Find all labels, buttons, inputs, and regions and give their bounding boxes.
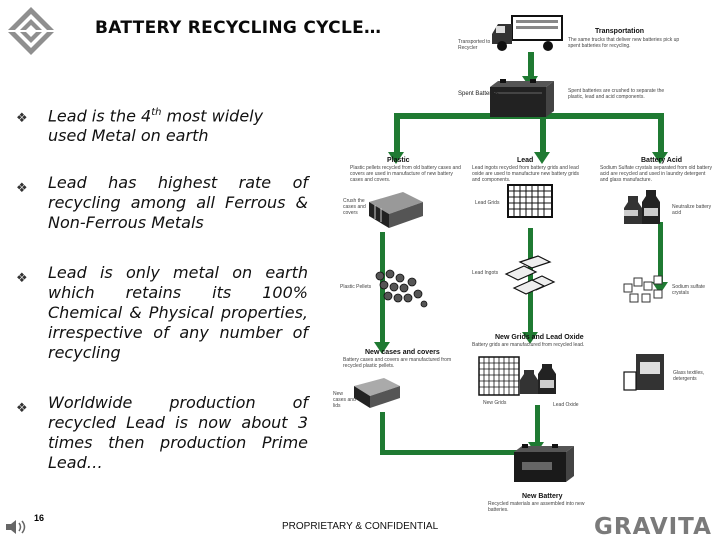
plastic-title: Plastic [387, 157, 410, 164]
arrow-bottom-left [380, 412, 385, 452]
lead-ingots-label: Lead Ingots [472, 270, 499, 276]
new-grids-icon [478, 356, 528, 403]
new-grids-title: New Grids and Lead Oxide [495, 334, 584, 341]
bullet-icon: ❖ [16, 401, 28, 416]
speaker-icon[interactable] [4, 518, 26, 541]
crush-label: Crush the cases and covers [343, 198, 366, 216]
brand-logo: GRAVITA [594, 514, 712, 540]
detergent-icon [622, 350, 668, 399]
new-cases-desc: Battery cases and covers are manufacture… [343, 357, 452, 369]
arrow-left-down [394, 113, 400, 153]
transported-to-recycler: Transported to Recycler [458, 39, 491, 51]
spent-battery-icon [486, 79, 556, 124]
arrow-right-col [658, 222, 663, 282]
new-cases-label: New cases and lids [333, 391, 356, 409]
new-case-icon [348, 374, 404, 415]
bullet-icon: ❖ [16, 111, 28, 126]
sulfate-crystals-icon [620, 270, 670, 311]
new-grids-label: New Grids [483, 400, 507, 406]
transportation-title: Transportation [595, 28, 645, 35]
lead-ingots-icon [500, 254, 560, 305]
arrow-truck-down [528, 52, 534, 76]
lead-grid-icon [507, 184, 553, 223]
arrow-bottom-join [380, 450, 540, 455]
lead-title: Lead [517, 157, 534, 164]
bullet-3-text: Lead is only metal on earth which retain… [48, 263, 308, 362]
acid-bottles-icon [622, 180, 672, 231]
arrow-heads [374, 76, 668, 454]
arrow-bottom-mid [535, 405, 540, 445]
acid-desc: Sodium Sulfate crystals separated from o… [600, 165, 712, 183]
spent-batteries-label: Spent Batteries [458, 91, 500, 97]
bullet-4-text: Worldwide production of recycled Lead is… [48, 393, 308, 472]
new-battery-desc: Recycled materials are assembled into ne… [488, 501, 585, 513]
arrow-right-down [658, 113, 664, 153]
neutral-label: Neutralize battery acid [672, 204, 712, 216]
page-title: BATTERY RECYCLING CYCLE… [95, 18, 382, 38]
lead-oxide-label: Lead Oxide [553, 402, 579, 408]
plastic-desc: Plastic pellets recycled from old batter… [350, 165, 461, 183]
bullet-icon: ❖ [16, 271, 28, 286]
lead-desc: Lead ingots recycled from battery grids … [472, 165, 580, 183]
bullet-icon: ❖ [16, 181, 28, 196]
grid-label: Lead Grids [475, 200, 500, 206]
plastic-pellets-label: Plastic Pellets [340, 284, 372, 290]
arrow-mid-down [540, 113, 546, 153]
bullet-2-text: Lead has highest rate of recycling among… [48, 173, 308, 232]
bullet-1-line1: Lead is the 4 [48, 106, 152, 126]
lead-oxide-icon [520, 356, 568, 401]
new-cases-title: New cases and covers [365, 349, 440, 356]
new-battery-title: New Battery [522, 493, 563, 500]
footer-text: PROPRIETARY & CONFIDENTIAL [282, 521, 439, 532]
glass-label: Glass textiles, detergents [673, 370, 705, 382]
new-grids-desc: Battery grids are manufactured from recy… [472, 342, 585, 348]
spent-desc: Spent batteries are crushed to separate … [568, 88, 665, 100]
truck-icon [490, 14, 564, 57]
plastic-pellets-icon [372, 268, 430, 315]
crushed-case-icon [365, 188, 427, 235]
transportation-desc: The same trucks that deliver new batteri… [568, 37, 680, 49]
sodium-sulfate-label: Sodium sulfate crystals [672, 284, 706, 296]
acid-title: Battery Acid [641, 157, 682, 164]
company-logo [6, 6, 56, 56]
bullet-1-line1b: most widely [161, 106, 264, 126]
bullet-1-sup: th [151, 107, 162, 118]
bullet-1-text: Lead is the 4th most widely used Metal o… [48, 103, 308, 146]
page-number: 16 [34, 513, 45, 523]
bullet-1-line2: used Metal on earth [48, 126, 209, 146]
new-battery-icon [510, 444, 576, 489]
